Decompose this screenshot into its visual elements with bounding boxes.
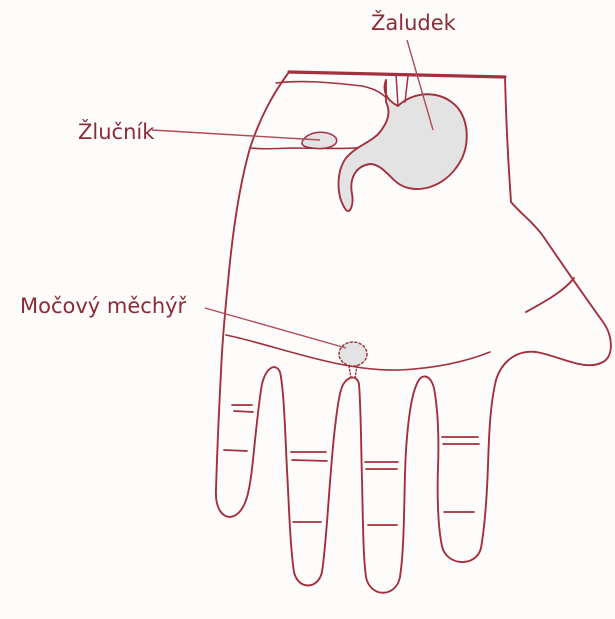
wrist-band [289,72,505,77]
bladder-label: Močový měchýř [20,296,186,317]
bladder-organ [339,342,367,366]
bladder-stalk [349,366,357,378]
gallbladder-label: Žlučník [78,122,154,143]
finger-creases [224,405,479,525]
stomach-organ [339,80,467,211]
gallbladder-leader [152,130,320,140]
bladder-leader [205,308,346,348]
stomach-label: Žaludek [371,13,456,34]
thumb-crease [526,278,574,312]
